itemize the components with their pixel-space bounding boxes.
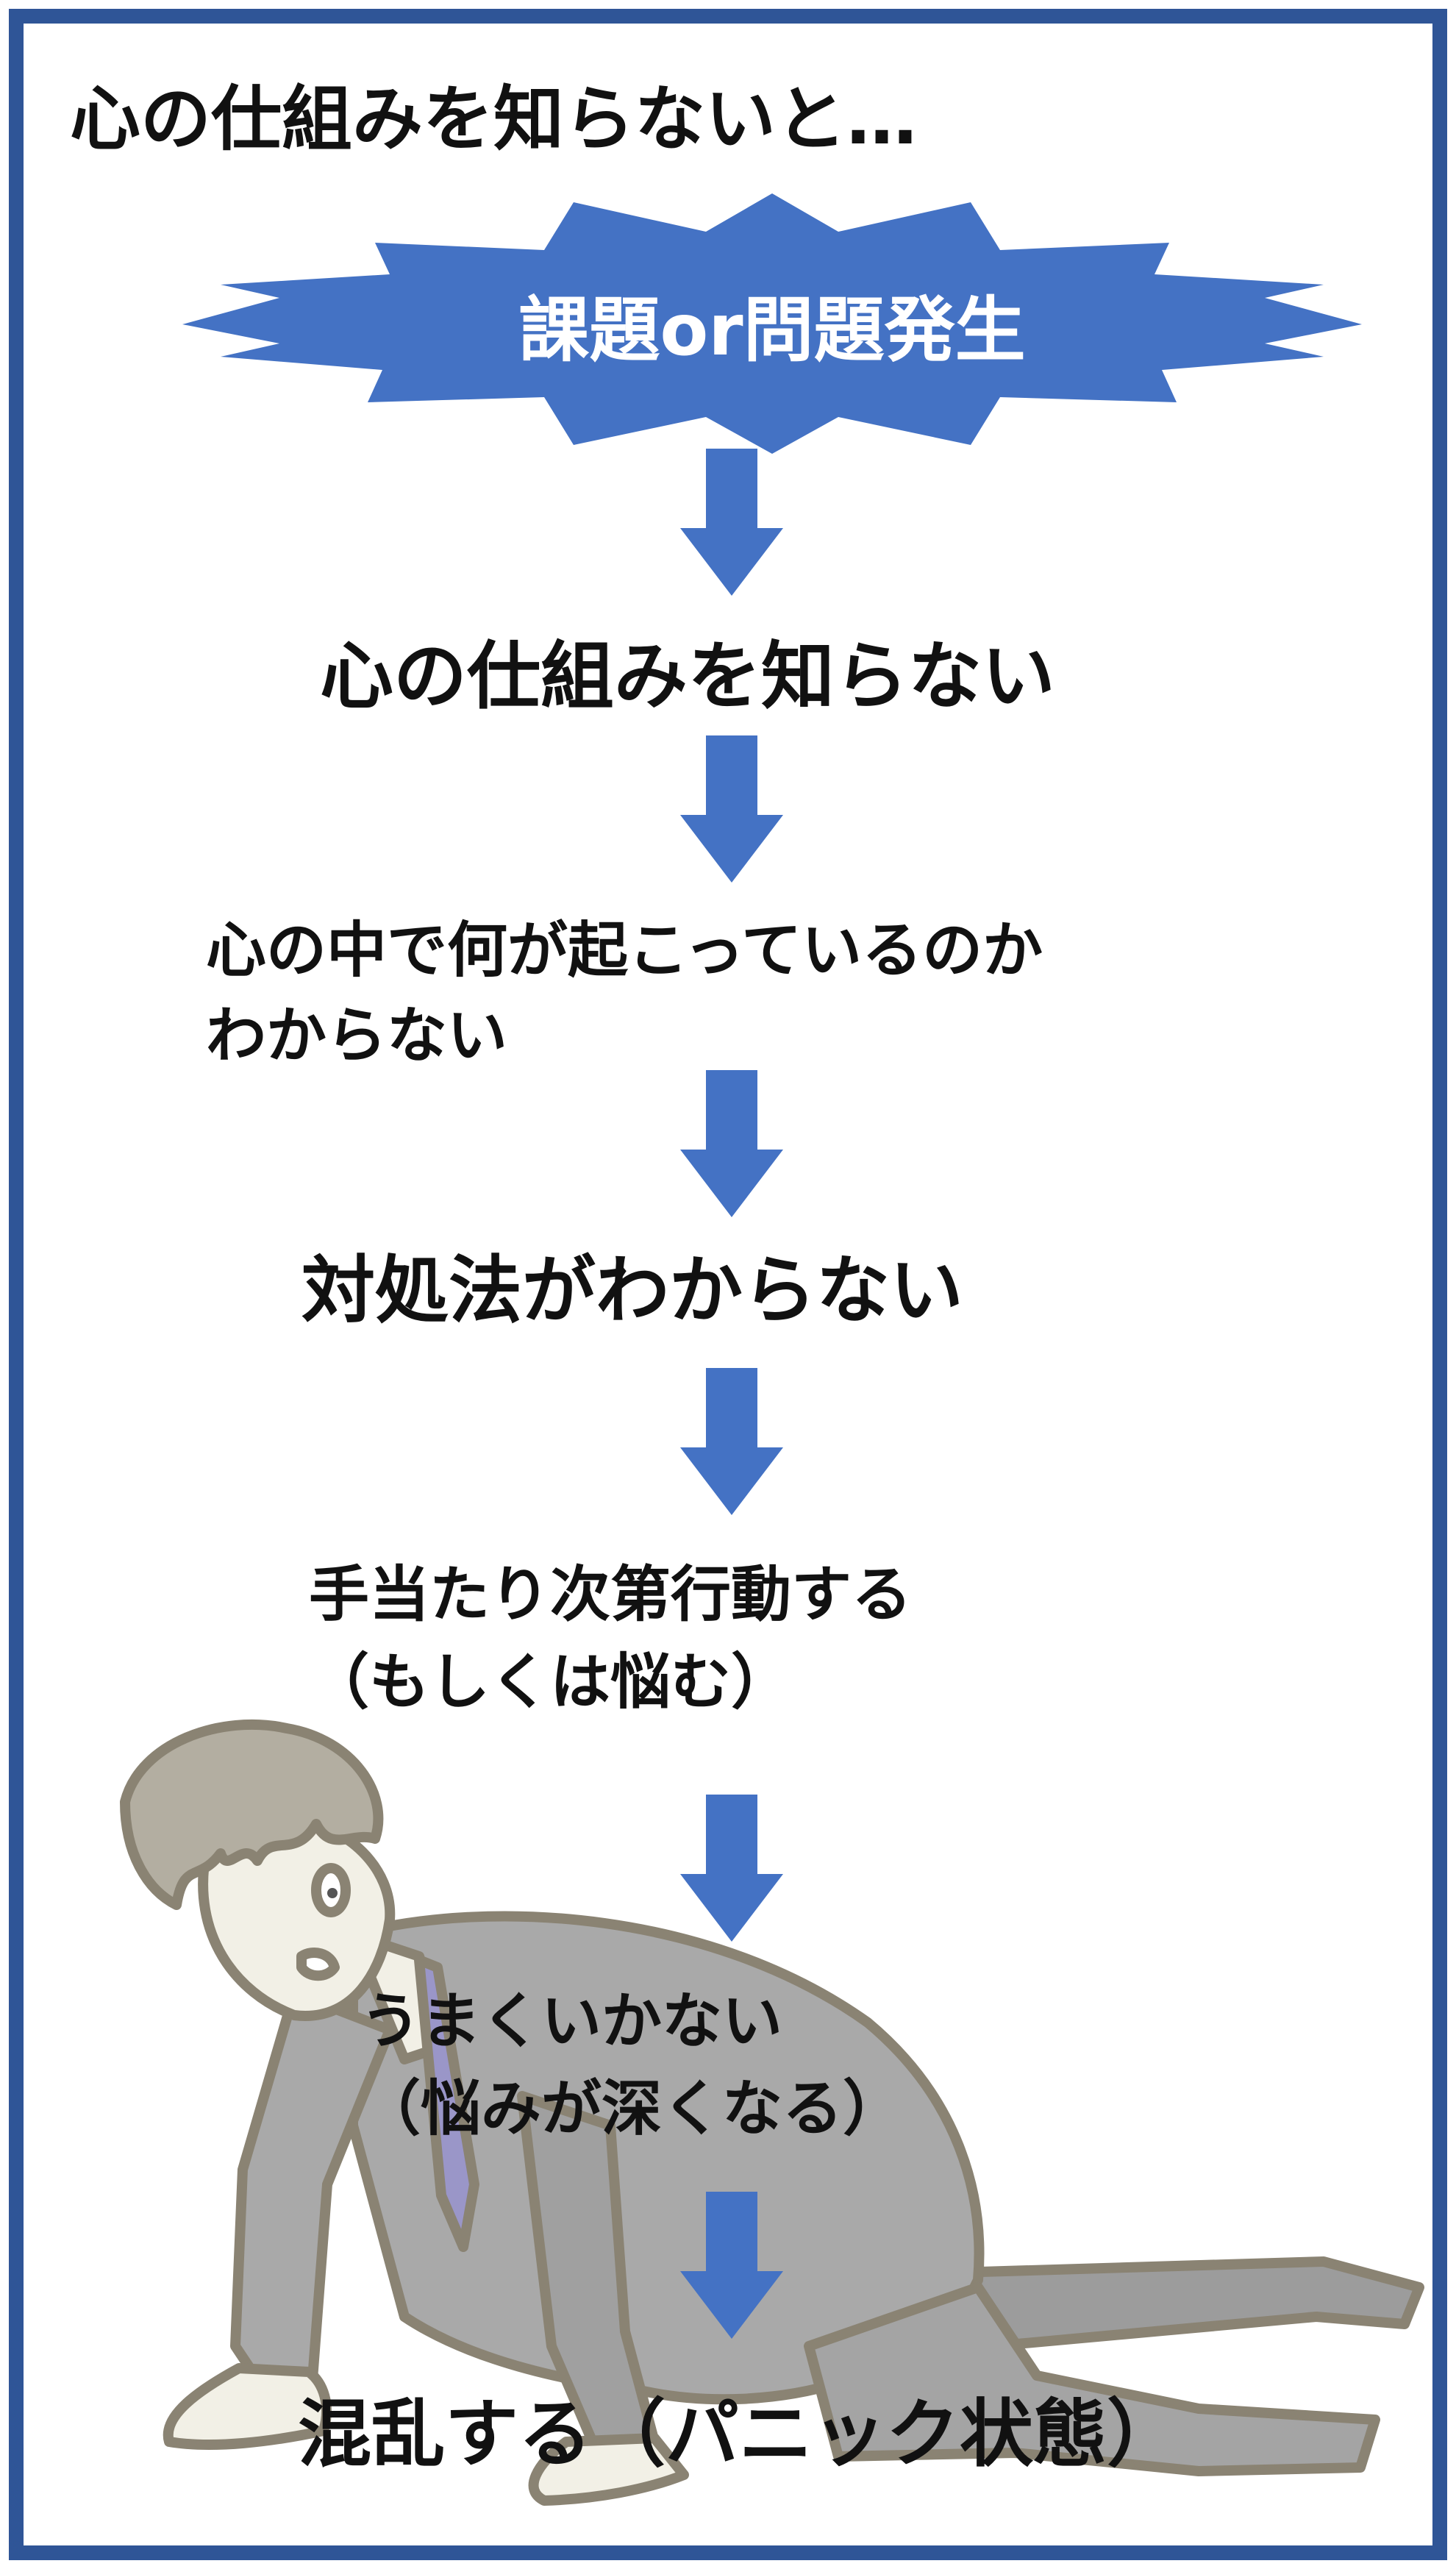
step-3-text: 対処法がわからない (301, 1247, 963, 1333)
down-arrow-icon (680, 1070, 783, 1217)
despair-man-illustration (120, 1719, 1424, 2506)
step-6-text: 混乱する（パニック状態） (298, 2391, 1180, 2477)
problem-occurs-label: 課題or問題発生 (518, 288, 1026, 371)
step-1-text: 心の仕組みを知らない (320, 633, 1055, 719)
down-arrow-icon (680, 2192, 783, 2339)
burst-shape (182, 193, 1362, 454)
down-arrow-icon (680, 735, 783, 883)
step-5-text: うまくいかない（悩みが深くなる） (360, 1987, 904, 2144)
diagram-heading: 心の仕組みを知らないと… (70, 78, 917, 160)
step-2-text: 心の中で何が起こっているのかわからない (206, 916, 1043, 1072)
down-arrow-icon (680, 449, 783, 596)
down-arrow-icon (680, 1368, 783, 1515)
step-4-text: 手当たり次第行動する（もしくは悩む） (309, 1560, 913, 1717)
down-arrow-icon (680, 1795, 783, 1942)
